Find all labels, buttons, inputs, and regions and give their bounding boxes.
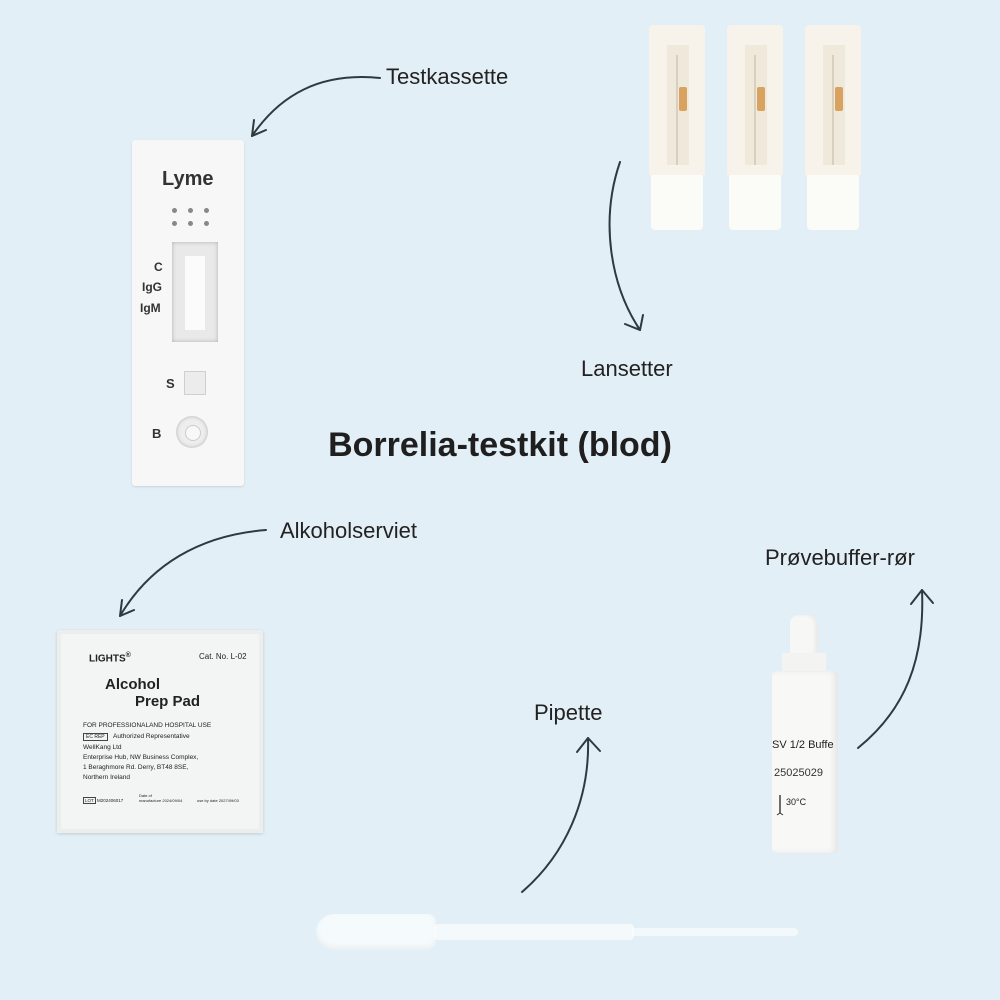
- pad-lot: LOT M202406017: [83, 797, 124, 804]
- label-pipette: Pipette: [534, 700, 603, 725]
- cassette-brand: Lyme: [162, 168, 214, 190]
- pad-addr1: Enterprise Hub, NW Business Complex,: [83, 754, 199, 761]
- pad-company: WellKang Ltd: [83, 744, 122, 751]
- lancet: [805, 25, 861, 230]
- pipette-bulb: [316, 914, 436, 950]
- label-testkassette: Testkassette: [386, 64, 509, 89]
- bottle-body: SV 1/2 Buffe 25025029 30°C: [772, 671, 838, 853]
- thermometer-icon: [776, 793, 784, 817]
- cassette-buffer-well: [176, 416, 208, 448]
- cassette-dots: [172, 208, 212, 228]
- pad-addr2: 1 Beraghmore Rd. Derry, BT48 8SE,: [83, 764, 189, 771]
- pad-title-line1: Alcohol: [105, 676, 160, 693]
- pad-brand: LIGHTS®: [89, 652, 131, 665]
- label-lansetter: Lansetter: [581, 356, 673, 381]
- bottle-label-line2: 25025029: [774, 767, 823, 779]
- label-alkoholserviet: Alkoholserviet: [280, 518, 417, 543]
- arrow-testkassette: [251, 76, 381, 137]
- pad-use-by: use by date 2027/09/03: [197, 798, 239, 803]
- lancets: [645, 25, 865, 235]
- cassette-label-b: B: [152, 426, 162, 441]
- buffer-bottle: SV 1/2 Buffe 25025029 30°C: [768, 615, 842, 855]
- cassette-result-window: [172, 242, 218, 342]
- lancet: [649, 25, 705, 230]
- bottle-tip: [790, 615, 818, 655]
- cassette-sample-well: [184, 371, 206, 395]
- arrow-lansetter: [608, 161, 641, 331]
- pad-title-line2: Prep Pad: [135, 693, 201, 710]
- arrow-alkoholserviet: [119, 529, 267, 617]
- pad-addr3: Northern Ireland: [83, 774, 130, 781]
- pad-cat-no: Cat. No. L-02: [199, 652, 247, 661]
- pad-rep: Authorized Representative: [113, 733, 190, 740]
- pipette: [316, 910, 800, 954]
- bottle-temp: 30°C: [786, 797, 807, 807]
- lancet: [727, 25, 783, 230]
- pipette-tip: [632, 928, 798, 936]
- cassette-label-c: C: [154, 260, 163, 274]
- pad-ec-rep: EC REP: [83, 733, 108, 741]
- cassette-label-igg: IgG: [142, 280, 162, 294]
- pad-use: FOR PROFESSIONALAND HOSPITAL USE: [83, 722, 212, 729]
- arrow-pipette: [521, 737, 590, 893]
- test-cassette: Lyme C IgG IgM S B: [132, 140, 244, 486]
- label-provebuffer: Prøvebuffer-rør: [765, 545, 915, 570]
- cassette-label-s: S: [166, 376, 175, 391]
- pad-manufacture-date: Date of manufacture 2024/09/04: [139, 793, 183, 803]
- pipette-stem: [434, 924, 634, 940]
- arrow-provebuffer: [857, 589, 924, 749]
- page-title: Borrelia-testkit (blod): [328, 426, 672, 464]
- alcohol-prep-pad: LIGHTS® Cat. No. L-02 Alcohol Prep Pad F…: [57, 630, 263, 833]
- bottle-label-line1: SV 1/2 Buffe: [772, 739, 834, 751]
- cassette-label-igm: IgM: [140, 301, 161, 315]
